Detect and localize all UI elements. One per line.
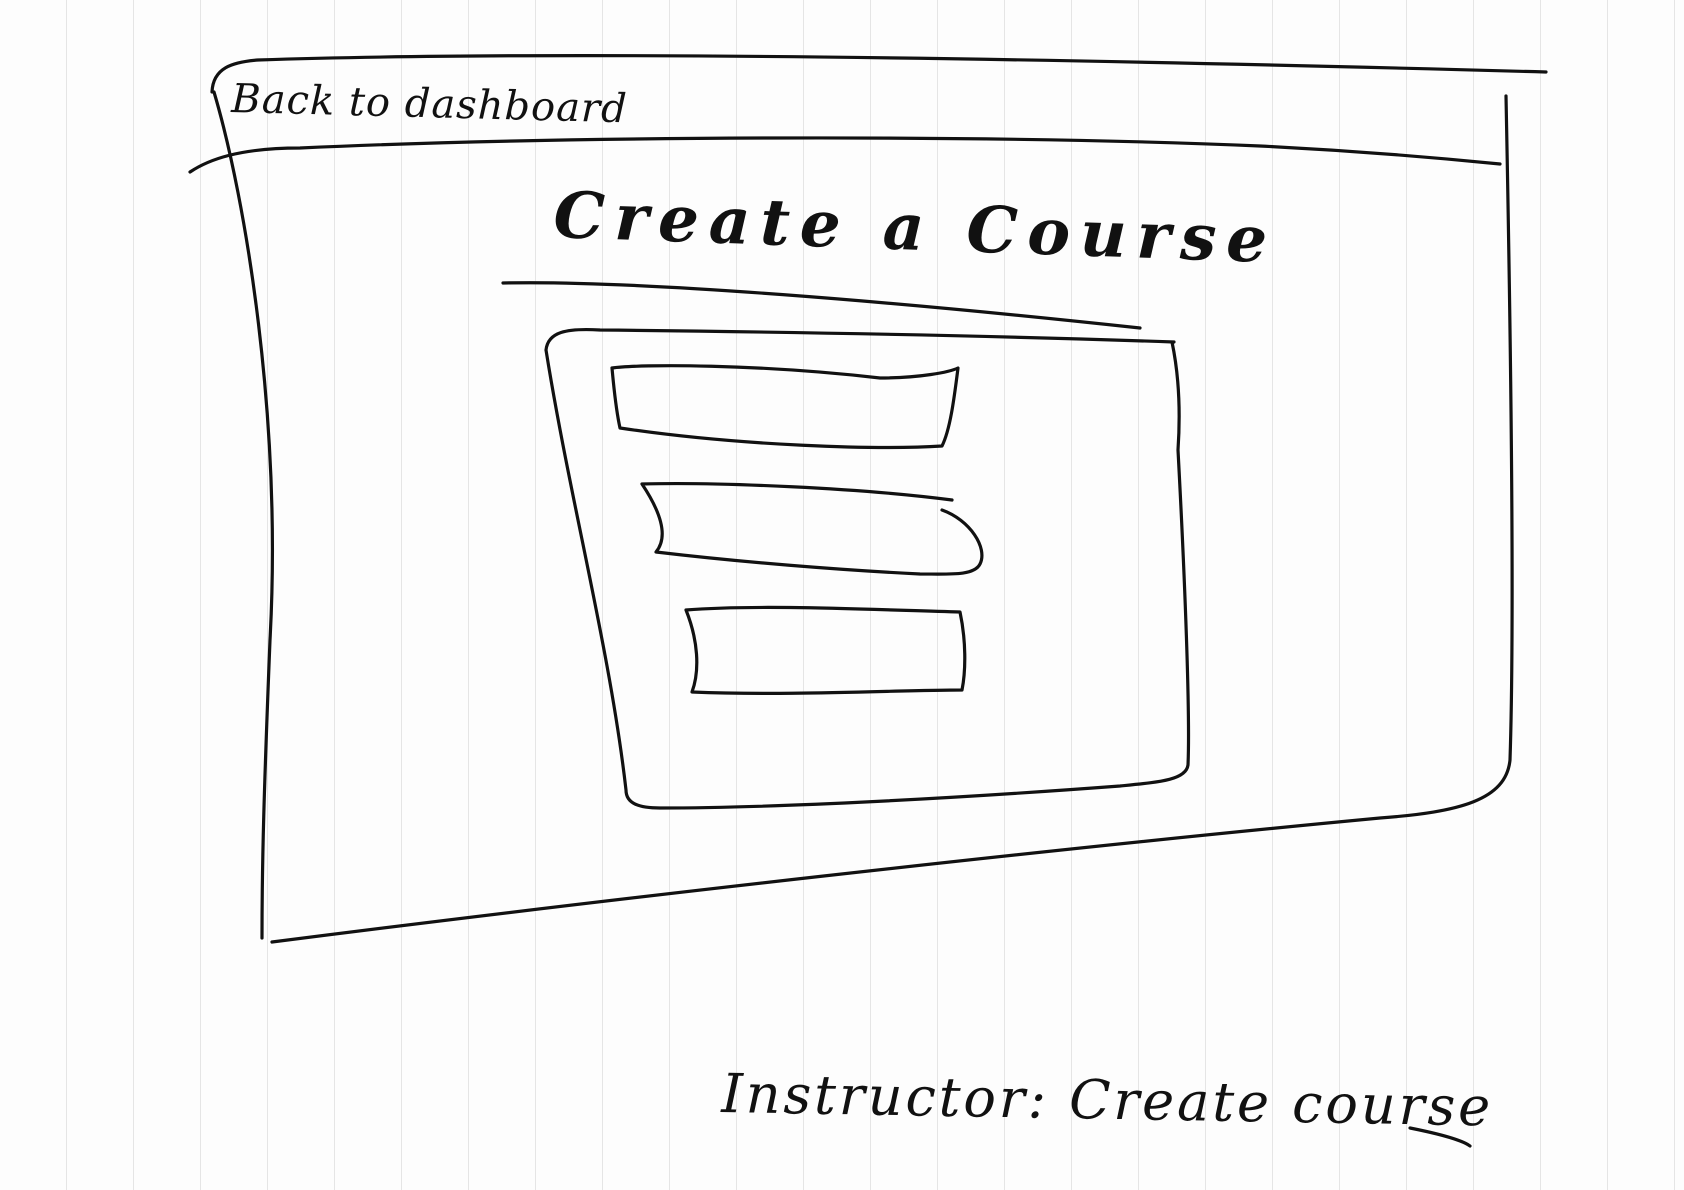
sketch-caption: Instructor: Create course — [720, 1062, 1494, 1139]
form-card — [544, 327, 1191, 810]
window-frame — [210, 53, 1548, 944]
course-field-3[interactable] — [690, 606, 950, 678]
caption-flourish — [1408, 1126, 1472, 1148]
title-underline — [501, 281, 1142, 330]
course-field-1[interactable] — [618, 367, 938, 439]
header-divider — [188, 136, 1502, 174]
course-field-2[interactable] — [652, 487, 972, 559]
